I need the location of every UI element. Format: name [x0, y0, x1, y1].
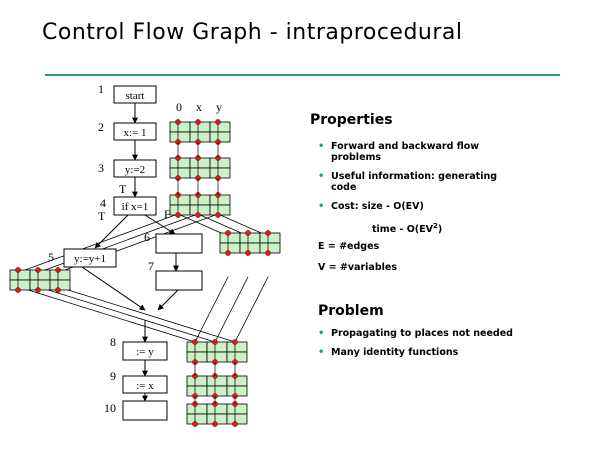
properties-item: • Forward and backward flow problems — [318, 141, 498, 163]
lattice-block — [9, 267, 71, 293]
node-number: 5 — [48, 250, 54, 264]
lattice-dot — [175, 212, 181, 218]
node-number: 3 — [98, 161, 104, 175]
problem-item: • Propagating to places not needed — [318, 328, 538, 339]
branch-true-label: T — [119, 182, 127, 196]
node-6: 6 — [144, 230, 203, 254]
lattice-dot — [212, 421, 218, 427]
variables-definition: V = #variables — [318, 262, 397, 273]
lattice-dot — [35, 267, 41, 273]
lattice-groups — [9, 119, 281, 427]
lattice-block — [219, 230, 281, 256]
node-number: 7 — [148, 259, 154, 273]
lattice-dot — [215, 119, 221, 125]
time-complexity: time - O(EV2) — [372, 222, 442, 235]
var-header-x: x — [196, 100, 202, 114]
node-5: 5 y:=y+1 — [48, 248, 117, 268]
lattice-block — [169, 192, 231, 218]
node-label: y:=2 — [125, 164, 145, 176]
lattice-block — [169, 155, 231, 181]
bullet-icon: • — [318, 328, 325, 339]
edges-definition: E = #edges — [318, 241, 380, 252]
lattice-dot — [245, 250, 251, 256]
time-complexity-exponent: 2 — [432, 222, 438, 230]
lattice-dot — [175, 119, 181, 125]
lattice-dot — [55, 267, 61, 273]
lattice-dot — [245, 230, 251, 236]
properties-item: • Useful information: generating code — [318, 171, 498, 193]
node-label: y:=y+1 — [74, 253, 106, 265]
node-label: := x — [136, 380, 154, 392]
node-number: 2 — [98, 120, 104, 134]
node-2: 2 x:= 1 — [98, 120, 157, 141]
lattice-dot — [55, 287, 61, 293]
node-8: 8 := y — [110, 335, 168, 361]
node-label: := y — [136, 346, 154, 358]
lattice-dot — [15, 287, 21, 293]
bullet-icon: • — [318, 201, 325, 212]
properties-item-text: Forward and backward flow problems — [331, 141, 480, 163]
properties-item: • Cost: size - O(EV) — [318, 201, 498, 212]
var-header-0: 0 — [176, 100, 182, 114]
lattice-dot — [192, 421, 198, 427]
problem-list: • Propagating to places not needed • Many … — [318, 328, 538, 366]
lattice-dot — [232, 339, 238, 345]
branch-false-label: F — [164, 207, 171, 221]
node-number: 10 — [104, 401, 116, 415]
node-9: 9 := x — [110, 369, 168, 394]
node-10: 10 — [104, 400, 168, 421]
node-7: 7 — [148, 259, 203, 291]
cfg-edges — [81, 103, 179, 402]
problem-item-text: Propagating to places not needed — [331, 328, 513, 339]
lattice-dot — [35, 287, 41, 293]
lattice-dot — [212, 339, 218, 345]
time-complexity-text: time - O(EV — [372, 224, 433, 236]
lattice-dot — [225, 250, 231, 256]
lattice-dot — [225, 230, 231, 236]
node-label: start — [126, 90, 145, 102]
node-number: 4 — [100, 196, 106, 210]
problem-item-text: Many identity functions — [331, 347, 459, 358]
properties-item-text: Cost: size - O(EV) — [331, 201, 424, 212]
problem-heading: Problem — [318, 303, 384, 319]
problem-item: • Many identity functions — [318, 347, 538, 358]
node-number: 6 — [144, 230, 150, 244]
node-1: 1 start — [98, 82, 157, 104]
node-number: 9 — [110, 369, 116, 383]
lattice-dot — [192, 339, 198, 345]
bullet-icon: • — [318, 141, 325, 152]
properties-item-text: Useful information: generating code — [331, 171, 498, 193]
lattice-dot — [215, 212, 221, 218]
bullet-icon: • — [318, 171, 325, 182]
lattice-block — [186, 401, 248, 427]
lattice-block — [186, 373, 248, 399]
node-number: 1 — [98, 82, 104, 96]
lattice-dot — [195, 119, 201, 125]
branch-true-label-2: T — [98, 209, 106, 223]
lattice-dot — [15, 267, 21, 273]
properties-list: • Forward and backward flow problems • Use… — [318, 141, 498, 220]
lattice-dot — [232, 421, 238, 427]
node-label: x:= 1 — [123, 127, 146, 139]
lattice-dot — [265, 230, 271, 236]
bullet-icon: • — [318, 347, 325, 358]
lattice-dot — [265, 250, 271, 256]
var-header-y: y — [216, 100, 222, 114]
properties-heading: Properties — [310, 112, 393, 128]
node-4: 4 if x=1 — [100, 196, 157, 216]
lattice-block — [169, 119, 231, 145]
slide-title: Control Flow Graph - intraprocedural — [42, 20, 463, 45]
node-number: 8 — [110, 335, 116, 349]
lattice-dot — [195, 212, 201, 218]
node-label: if x=1 — [122, 201, 149, 213]
node-3: 3 y:=2 — [98, 159, 157, 178]
lattice-block — [186, 339, 248, 365]
title-underline — [45, 74, 560, 76]
time-complexity-close: ) — [437, 224, 443, 236]
